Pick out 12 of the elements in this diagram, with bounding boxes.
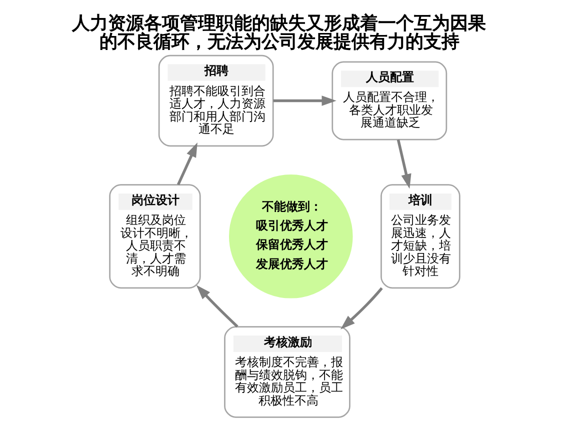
arrow [273,96,336,106]
node-box: 培训 公司业务发展迅速，人才短缺，培训少且没有针对性 [380,184,460,289]
arrow [340,287,383,330]
arrow [196,285,238,328]
node-box: 人员配置 人员配置不合理，各类人才职业发展通道缺乏 [332,61,448,140]
node-box: 招聘 招聘不能吸引到合适人才，人力资源部门和用人部门沟通不足 [158,54,274,147]
diagram-title: 人力资源各项管理职能的缺失又形成着一个互为因果的不良循环，无法为公司发展提供有力的支持 [72,13,486,52]
node-box: 岗位设计 组织及岗位设计不明晰，人员职责不清，人才需求不明确 [109,184,201,289]
arrow [176,142,198,186]
node-box: 考核激励 考核制度不完善，报酬与绩效脱钩，不能有效激励员工，员工积极性不高 [224,326,350,418]
node-circle: 不能做到： 吸引优秀人才 保留优秀人才 发展优秀人才 [228,174,353,298]
arrow [396,139,412,189]
